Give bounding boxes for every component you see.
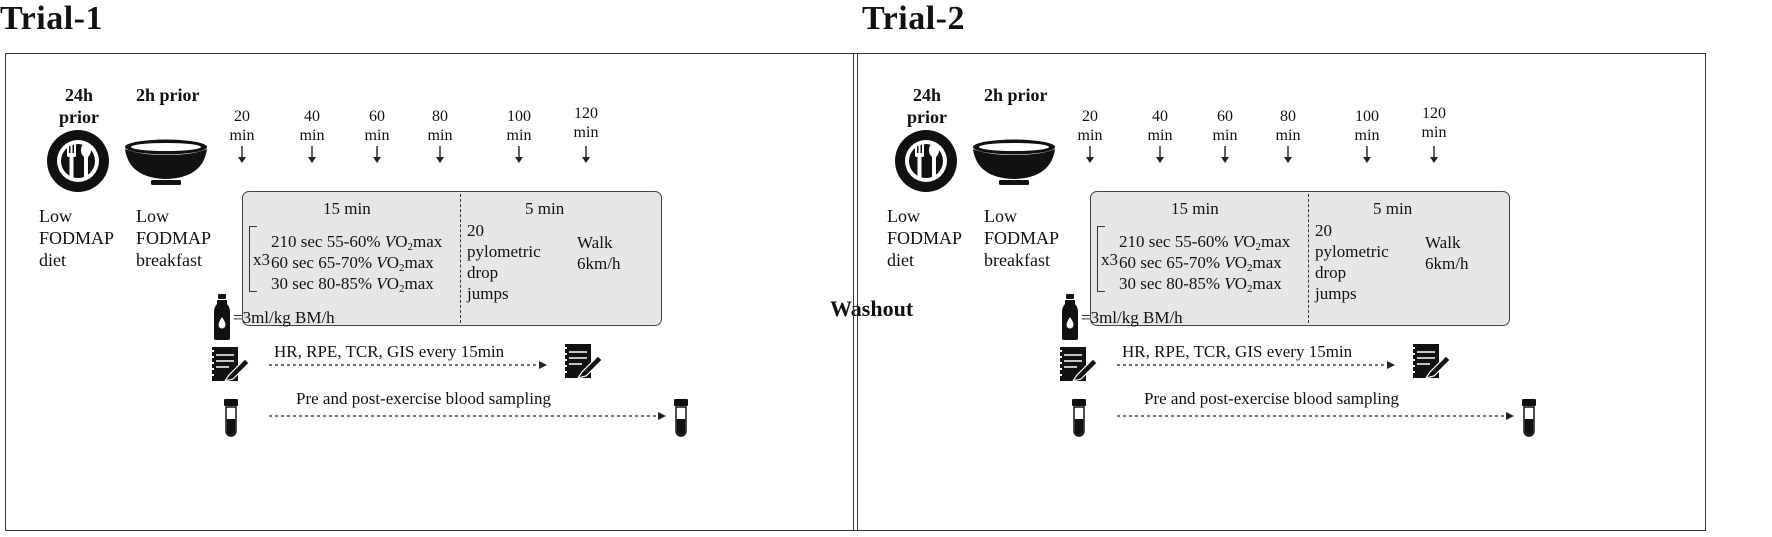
interval-row: 30 sec 80-85% VO2max [271,274,434,295]
phase1-duration: 15 min [1171,199,1219,218]
notebook-pen-icon [1058,347,1097,382]
prior-24h-desc: Low FODMAP diet [887,206,963,270]
notebook-pen-icon [563,344,602,379]
washout-label: Washout [830,296,914,321]
prior-2h-label: 2h prior [136,85,200,105]
down-arrow-icon [308,146,316,163]
phase2-duration: 5 min [1373,199,1413,218]
blood-tube-icon [224,399,238,437]
repeat-bracket [249,226,257,292]
bowl-icon [125,139,207,185]
down-arrow-icon [1363,146,1371,163]
blood-tube-icon [1072,399,1086,437]
measures-arrow [1117,361,1395,369]
trial-panel: 24h prior Low FODMAP diet 2h prior [5,53,858,531]
notebook-pen-icon [1411,344,1450,379]
phase-divider [460,194,461,323]
repeat-count: x3 [253,250,270,269]
phase-divider [1308,194,1309,323]
water-bottle-icon [214,294,230,340]
blood-tube-icon [674,399,688,437]
blood-sampling-text: Pre and post-exercise blood sampling [1144,389,1399,408]
down-arrow-icon [1430,146,1438,163]
down-arrow-icon [238,146,246,163]
fluid-intake-text: =3ml/kg BM/h [233,308,335,327]
fluid-intake-text: =3ml/kg BM/h [1081,308,1183,327]
prior-24h-desc: Low FODMAP diet [39,206,115,270]
walk-text: Walk 6km/h [577,233,621,273]
down-arrow-icon [1284,146,1292,163]
repeat-bracket [1097,226,1105,292]
phase1-duration: 15 min [323,199,371,218]
blood-tube-icon [1522,399,1536,437]
walk-text: Walk 6km/h [1425,233,1469,273]
trial-panel: 24h prior Low FODMAP diet 2h prior [853,53,1706,531]
exercise-protocol-box: 15 min 5 min x3 210 sec 55-60% VO2max 60… [242,191,662,326]
interval-row: 30 sec 80-85% VO2max [1119,274,1282,295]
down-arrow-icon [373,146,381,163]
water-bottle-icon [1062,294,1078,340]
repeat-count: x3 [1101,250,1118,269]
blood-sampling-arrow [269,412,666,420]
measures-text: HR, RPE, TCR, GIS every 15min [274,342,505,361]
trial-title: Trial-2 [862,0,965,37]
notebook-pen-icon [210,347,249,382]
down-arrow-icon [1086,146,1094,163]
plyometric-jumps-text: 20 pylometric drop jumps [467,221,541,303]
blood-sampling-arrow [1117,412,1514,420]
prior-2h-desc: Low FODMAP breakfast [984,206,1060,270]
measures-text: HR, RPE, TCR, GIS every 15min [1122,342,1353,361]
down-arrow-icon [582,146,590,163]
measures-arrow [269,361,547,369]
interval-row: 60 sec 65-70% VO2max [1119,253,1282,274]
prior-24h-label: 24h prior [59,85,99,127]
down-arrow-icon [1156,146,1164,163]
trial-title: Trial-1 [0,0,103,37]
phase2-duration: 5 min [525,199,565,218]
interval-row: 210 sec 55-60% VO2max [271,232,443,253]
interval-row: 60 sec 65-70% VO2max [271,253,434,274]
prior-24h-label: 24h prior [907,85,947,127]
down-arrow-icon [1221,146,1229,163]
bowl-icon [973,139,1055,185]
interval-row: 210 sec 55-60% VO2max [1119,232,1291,253]
plyometric-jumps-text: 20 pylometric drop jumps [1315,221,1389,303]
prior-2h-desc: Low FODMAP breakfast [136,206,212,270]
exercise-protocol-box: 15 min 5 min x3 210 sec 55-60% VO2max 60… [1090,191,1510,326]
down-arrow-icon [515,146,523,163]
plate-fork-spoon-icon [47,130,109,192]
plate-fork-spoon-icon [895,130,957,192]
prior-2h-label: 2h prior [984,85,1048,105]
down-arrow-icon [436,146,444,163]
blood-sampling-text: Pre and post-exercise blood sampling [296,389,551,408]
